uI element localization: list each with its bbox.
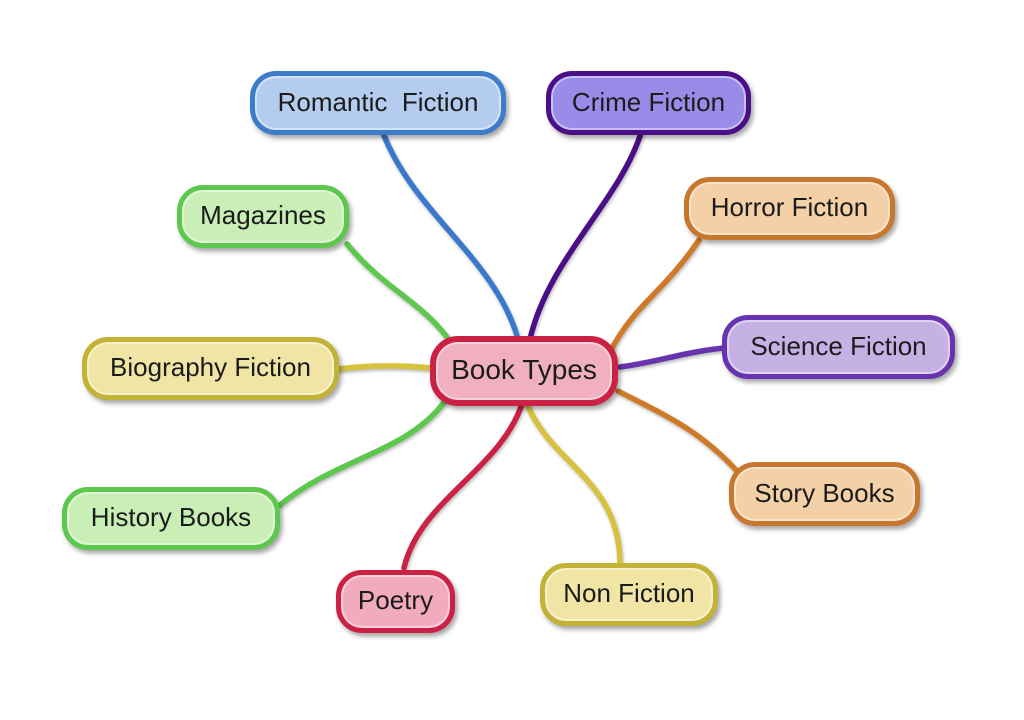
- node-label: Story Books: [754, 477, 895, 508]
- edge-non-fiction: [524, 401, 623, 567]
- edge-poetry: [401, 401, 525, 571]
- node-biography-fiction: Biography Fiction: [82, 337, 339, 400]
- edge-horror-fiction: [608, 237, 702, 353]
- node-crime-fiction: Crime Fiction: [546, 71, 751, 135]
- edge-story-books: [615, 388, 739, 473]
- node-label: Crime Fiction: [571, 86, 726, 117]
- edge-crime-fiction: [527, 130, 644, 342]
- node-label: Book Types: [451, 354, 597, 385]
- node-non-fiction: Non Fiction: [540, 563, 718, 626]
- node-history-books: History Books: [62, 487, 280, 550]
- node-poetry: Poetry: [336, 570, 455, 633]
- node-magazines: Magazines: [177, 185, 349, 248]
- edge-biography-fiction: [335, 363, 434, 372]
- node-horror-fiction: Horror Fiction: [684, 177, 895, 240]
- node-label: History Books: [90, 502, 252, 532]
- node-label: Romantic Fiction: [277, 86, 479, 117]
- node-science-fiction: Science Fiction: [722, 315, 955, 379]
- node-label: Poetry: [357, 585, 434, 615]
- node-label: Horror Fiction: [710, 192, 869, 222]
- node-book-types-center: Book Types: [430, 336, 618, 406]
- edge-romantic-fiction: [380, 130, 521, 342]
- node-label: Magazines: [200, 200, 326, 230]
- edge-history-books: [277, 395, 450, 508]
- node-story-books: Story Books: [729, 462, 920, 526]
- edge-magazines: [344, 241, 453, 344]
- edge-science-fiction: [617, 345, 727, 370]
- node-romantic-fiction: Romantic Fiction: [250, 71, 506, 135]
- node-label: Non Fiction: [563, 578, 695, 608]
- node-label: Biography Fiction: [110, 352, 311, 382]
- node-label: Science Fiction: [750, 330, 927, 361]
